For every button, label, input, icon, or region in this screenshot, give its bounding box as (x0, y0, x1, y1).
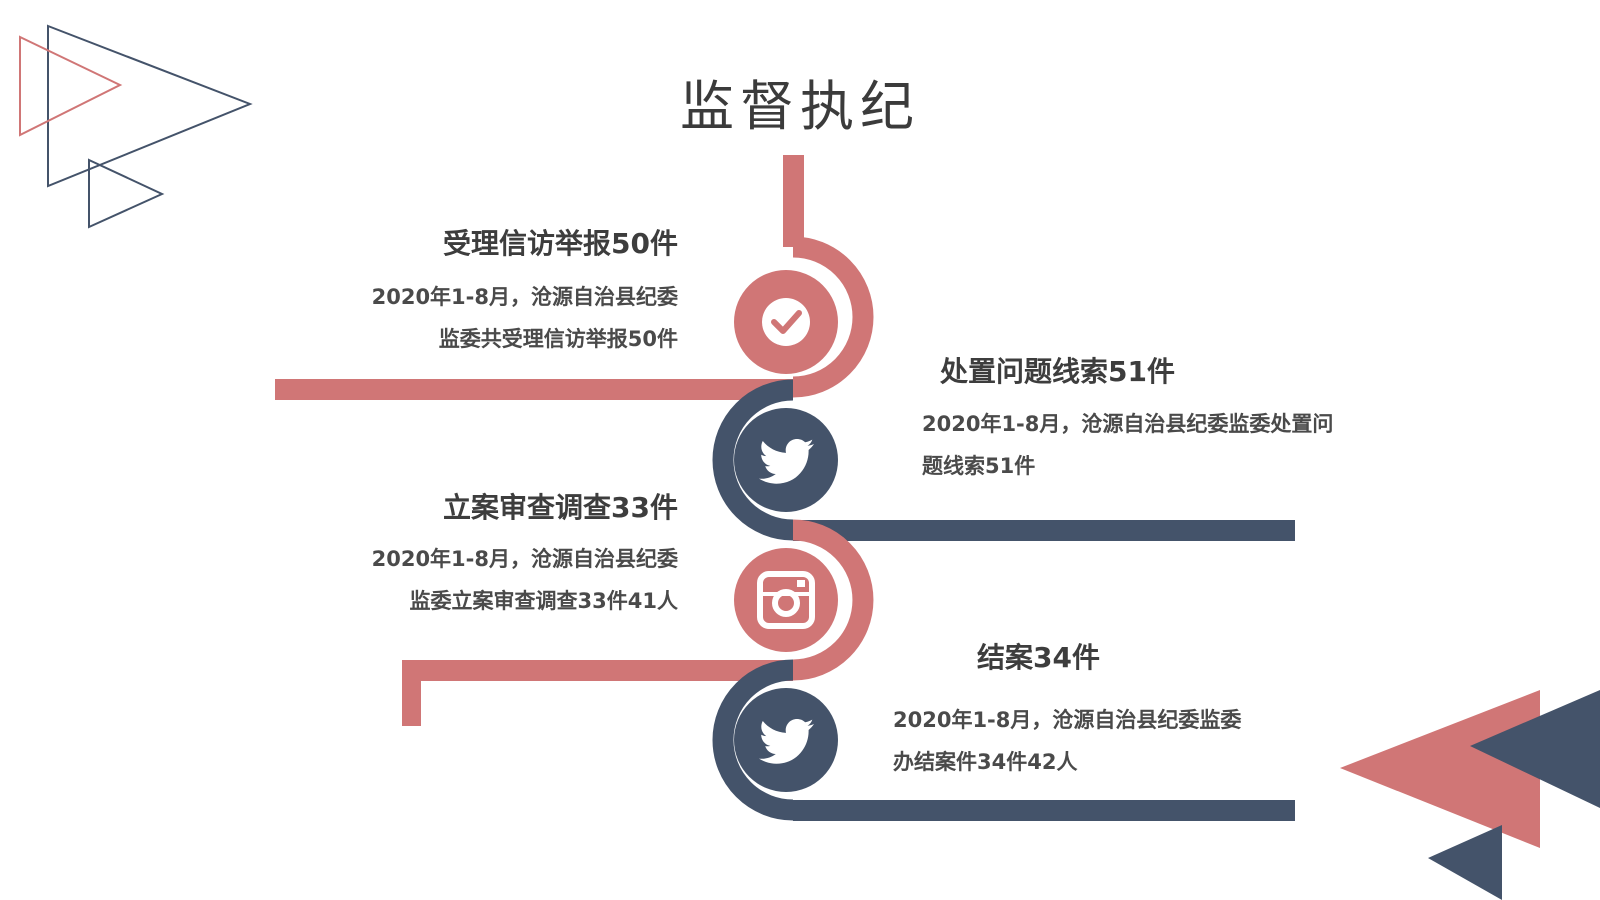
item-4-heading: 结案34件 (977, 641, 1100, 674)
item-3-line-2: 监委立案审查调查33件41人 (409, 589, 678, 613)
timeline-bar-4 (793, 800, 1295, 821)
item-3-line-1: 2020年1-8月，沧源自治县纪委 (371, 547, 678, 571)
timeline-bar-2 (793, 520, 1295, 541)
item-2-line-2: 题线索51件 (922, 454, 1036, 478)
item-2-body: 2020年1-8月，沧源自治县纪委监委处置问 题线索51件 (922, 403, 1333, 487)
item-4-line-1: 2020年1-8月，沧源自治县纪委监委 (893, 708, 1242, 732)
deco-triangle-red-filled (1340, 690, 1540, 848)
node-2 (734, 408, 838, 512)
timeline-curve-3 (792, 519, 874, 681)
item-4-line-2: 办结案件34件42人 (893, 750, 1078, 774)
slide-title: 监督执纪 (680, 75, 920, 138)
node-4 (734, 688, 838, 792)
check-icon (762, 298, 810, 346)
deco-triangle-navy-small (88, 158, 165, 229)
deco-triangle-red-outline (19, 35, 123, 137)
node-1 (734, 270, 838, 374)
item-3-body: 2020年1-8月，沧源自治县纪委 监委立案审查调查33件41人 (372, 538, 678, 622)
item-1-heading: 受理信访举报50件 (443, 227, 678, 260)
item-2-heading: 处置问题线索51件 (940, 355, 1175, 388)
item-4-body: 2020年1-8月，沧源自治县纪委监委 办结案件34件42人 (893, 699, 1241, 783)
item-1-line-2: 监委共受理信访举报50件 (438, 327, 678, 351)
deco-triangle-navy-filled-1 (1470, 690, 1600, 808)
node-3 (734, 548, 838, 652)
timeline-curve-1 (792, 236, 874, 398)
timeline-stem (783, 155, 804, 247)
instagram-camera-icon (757, 571, 815, 629)
twitter-bird-icon (759, 439, 814, 484)
timeline-bar-1 (275, 379, 793, 400)
timeline-bar-3 (402, 660, 793, 681)
item-3-heading: 立案审查调查33件 (443, 491, 678, 524)
timeline-curve-2 (712, 379, 794, 541)
deco-triangle-navy-filled-2 (1428, 825, 1502, 900)
item-1-line-1: 2020年1-8月，沧源自治县纪委 (371, 285, 678, 309)
deco-triangle-navy-large (47, 24, 253, 188)
timeline-bar-3-drop (402, 660, 421, 726)
item-2-line-1: 2020年1-8月，沧源自治县纪委监委处置问 (922, 412, 1334, 436)
timeline-curve-4 (712, 659, 794, 821)
twitter-bird-icon (759, 719, 814, 764)
item-1-body: 2020年1-8月，沧源自治县纪委 监委共受理信访举报50件 (372, 276, 678, 360)
